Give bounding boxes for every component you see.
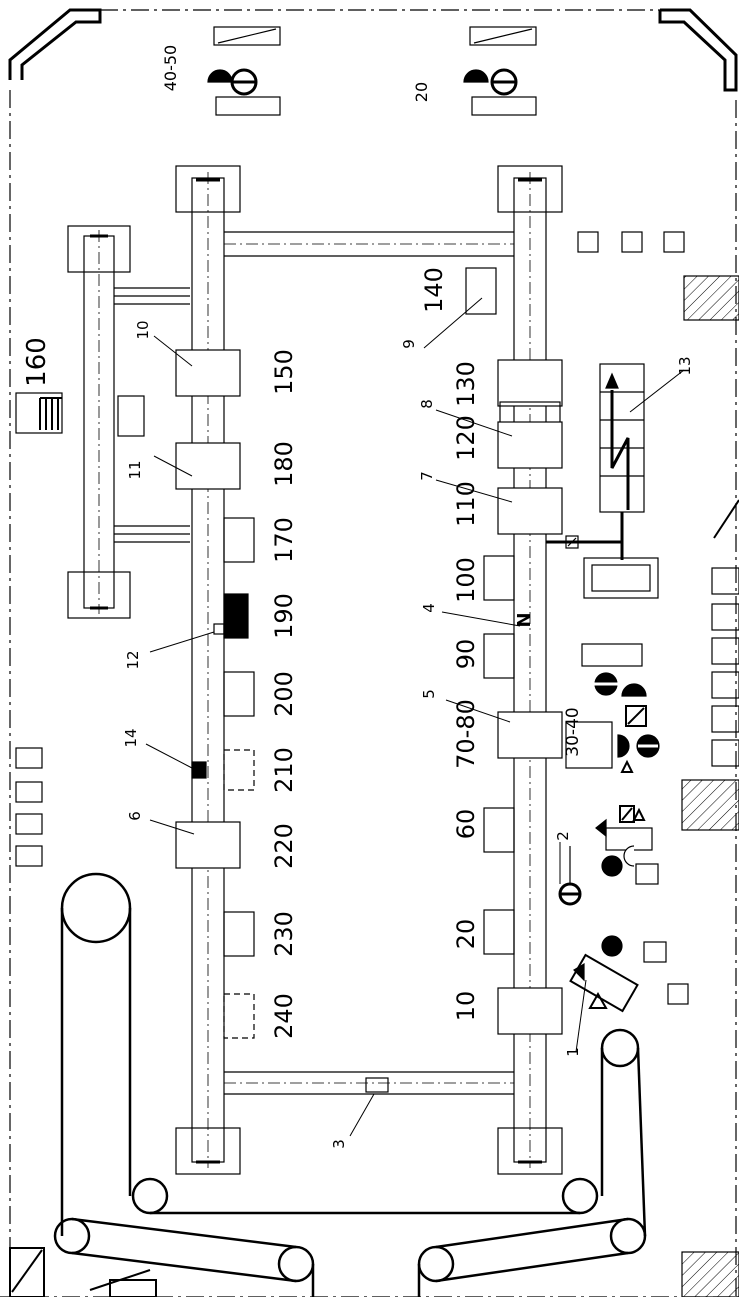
label-130: 130 [452,361,480,407]
hatched-block-3 [681,1251,739,1297]
station-160-symbol [15,392,63,434]
label-150: 150 [270,349,298,395]
belt-conveyor-right [417,1028,647,1297]
label-160: 160 [22,337,52,387]
label-20: 20 [452,919,480,950]
callout-4: 4 [420,603,438,613]
label-70-80: 70-80 [452,699,480,769]
label-200: 200 [270,671,298,717]
callout-10: 10 [134,320,152,339]
callout-9: 9 [400,339,418,349]
label-100: 100 [452,557,480,603]
label-10: 10 [452,991,480,1022]
callout-13-14: 14 [122,728,140,747]
label-170: 170 [270,517,298,563]
right-main-rail [465,165,563,1175]
label-240: 240 [270,993,298,1039]
hatched-block-1 [683,275,739,321]
corner-bracket-top-left [8,8,102,80]
belt-conveyor-left [53,872,580,1297]
label-140: 140 [420,267,448,313]
label-230: 230 [270,911,298,957]
label-90: 90 [452,639,480,670]
top-left-equipment: 40-50 [161,26,281,116]
short-rail-160 [67,225,190,619]
marker-n: N [514,612,535,627]
callout-7: 7 [418,471,436,481]
callout-8: 8 [418,399,436,409]
right-small-boxes [711,499,739,767]
callouts: 1 2 3 4 5 6 7 8 9 10 11 12 14 13 [122,297,694,1149]
equipment-13 [546,363,659,599]
left-small-boxes [15,747,43,867]
callout-5: 5 [420,689,438,699]
label-220: 220 [270,823,298,869]
station-labels: 10 20 60 70-80 90 100 110 120 130 140 15… [270,267,583,1039]
callout-3: 3 [330,1139,348,1149]
label-210: 210 [270,747,298,793]
cross-members [224,231,514,1095]
callout-12: 12 [124,650,142,669]
callout-6: 6 [126,811,144,821]
callout-13: 13 [676,356,694,375]
label-120: 120 [452,415,480,461]
label-40-50: 40-50 [161,45,180,92]
bottom-left-marks [9,1247,157,1297]
middle-symbols [558,643,689,1013]
callout-2: 2 [554,831,572,841]
outer-boundary [0,9,739,1297]
label-30-40: 30-40 [563,707,583,756]
label-110: 110 [452,481,480,527]
hatched-block-2 [681,779,739,831]
label-180: 180 [270,441,298,487]
top-right-equipment: 20 [412,26,537,116]
left-main-rail [175,165,255,1175]
callout-1: 1 [564,1047,582,1057]
right-top-small-boxes [577,231,685,253]
corner-bracket-top-right [658,8,738,92]
label-190: 190 [270,593,298,639]
label-20-top: 20 [412,82,431,102]
label-60: 60 [452,809,480,840]
callout-11: 11 [126,460,144,479]
